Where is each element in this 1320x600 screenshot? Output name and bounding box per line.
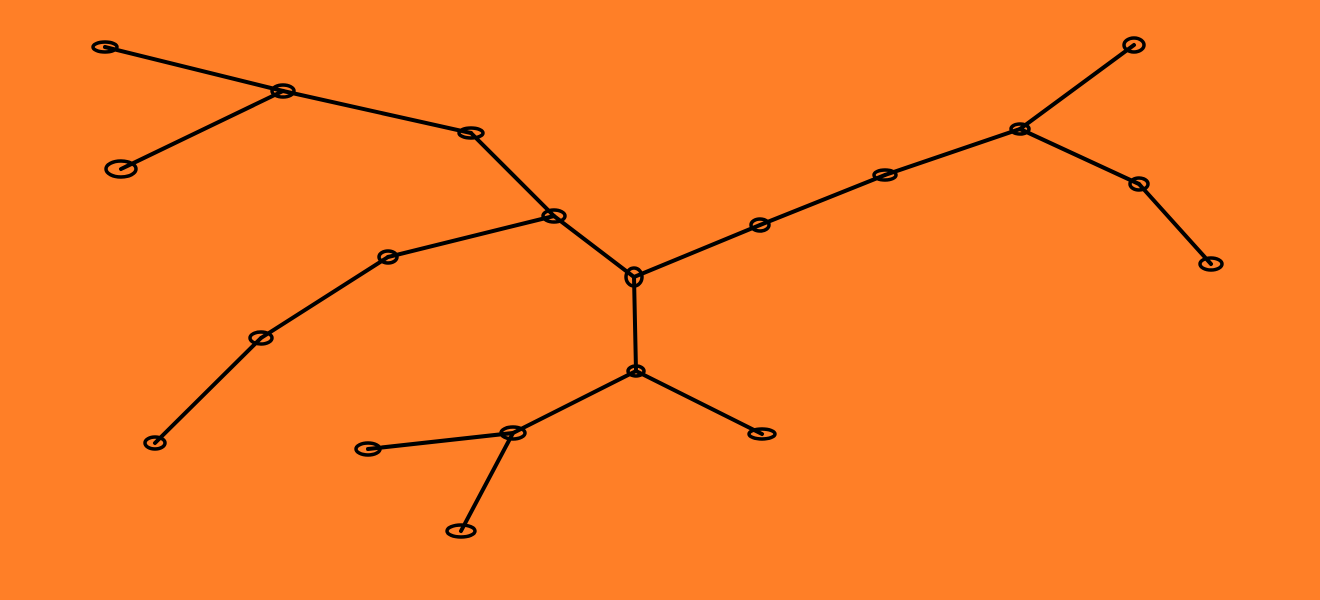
edge-n_r3-n_r4 [1018,127,1141,186]
edge-n_ll1-n_ll2 [259,255,390,340]
edge-n_ll2-n_ll_leaf [153,336,263,445]
node-n_r1 [749,217,771,233]
edge-n_l2-n_l3 [281,89,473,135]
edge-n_s1-n_s2 [511,369,638,435]
node-n_l_leaf [104,159,138,179]
edge-n_r4-n_r_leaf [1137,182,1213,266]
node-n_l1 [541,208,567,224]
edge-n_l3-n_tl_leaf [103,45,285,93]
node-n_s4_leaf [445,523,477,539]
edge-n_s2-n_s4_leaf [459,431,515,533]
node-n_s3_leaf [354,441,382,457]
edge-n_l3-n_l_leaf [119,89,285,171]
node-n_l2 [457,126,485,140]
edge-n_center-n_l1 [552,214,636,279]
node-n_s5_leaf [747,427,777,441]
node-n_s1 [626,364,646,378]
edge-n_r3-n_r_top_leaf [1018,43,1136,131]
node-n_r_leaf [1198,256,1224,272]
node-n_r2 [872,168,898,182]
node-n_r4 [1128,176,1150,192]
edge-n_center-n_s1 [632,275,638,373]
node-n_center [624,266,644,288]
edge-n_s1-n_s5_leaf [634,369,764,436]
edge-n_s2-n_s3_leaf [366,431,515,451]
edge-n_l1-n_ll1 [386,214,556,259]
nodes-layer [91,36,1224,539]
node-n_ll2 [248,330,274,346]
edge-n_r1-n_r2 [758,173,887,227]
edge-n_center-n_r1 [632,223,762,279]
node-n_s2 [499,425,527,441]
node-n_r3 [1009,122,1031,136]
edges-layer [103,43,1213,533]
node-n_r_top_leaf [1122,36,1146,54]
node-n_l3 [270,83,296,99]
edge-n_l1-n_l2 [469,131,556,218]
node-n_ll1 [377,249,399,265]
edge-n_r2-n_r3 [883,127,1022,177]
node-n_ll_leaf [143,435,167,451]
node-n_tl_leaf [91,40,119,54]
